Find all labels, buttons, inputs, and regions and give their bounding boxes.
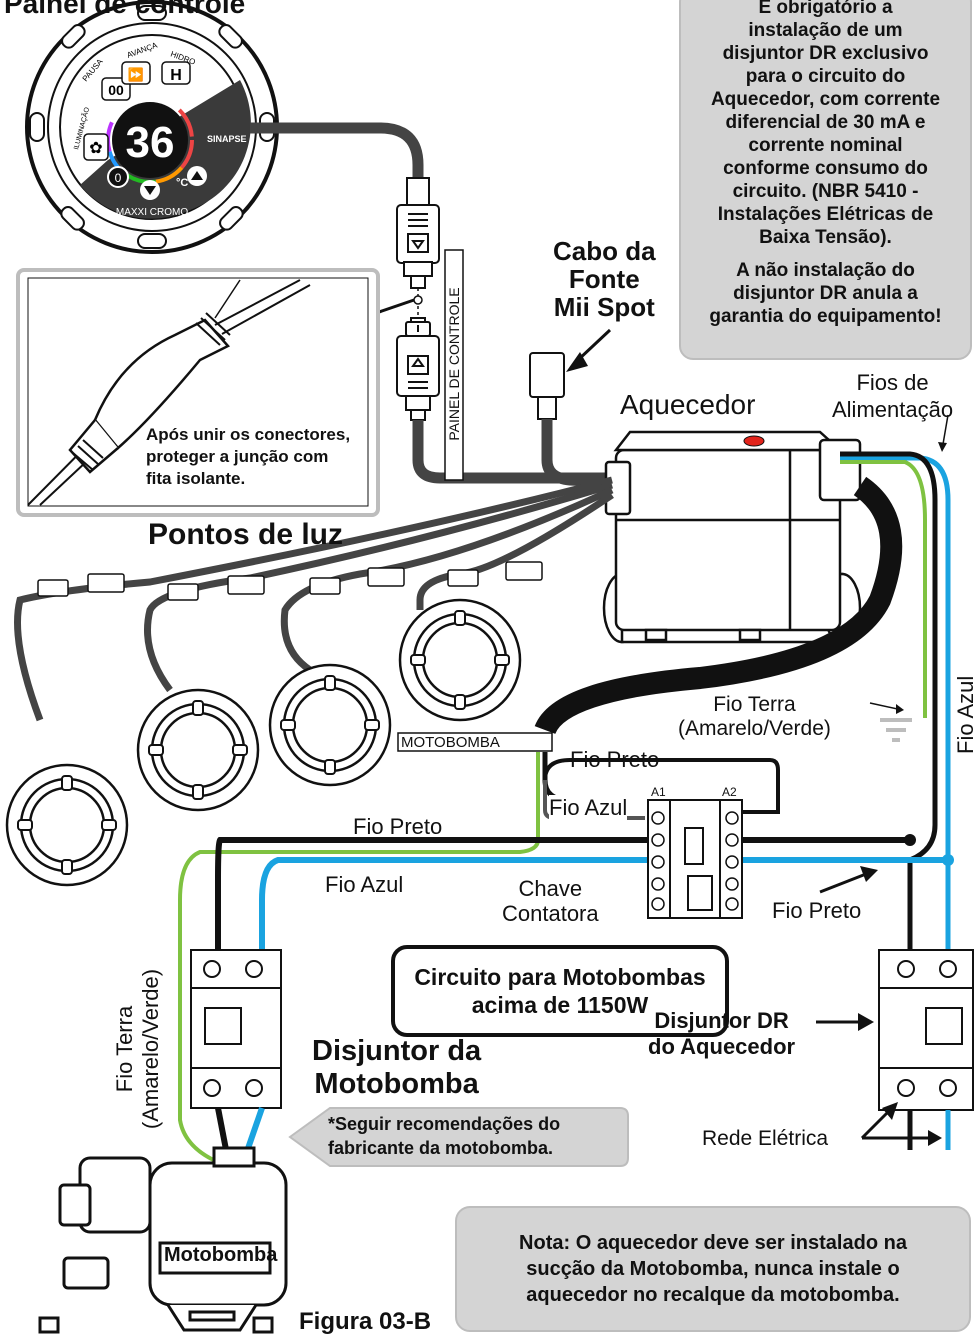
- fio-preto-label-2: Fio Preto: [353, 814, 443, 839]
- temperature-display: 36: [126, 118, 175, 167]
- brand-logo: SINAPSE: [207, 134, 247, 144]
- painel-de-controle-tag: PAINEL DE CONTROLE: [446, 287, 462, 441]
- connector-note: Após unir os conectores,proteger a junçã…: [146, 425, 351, 488]
- heater: [602, 430, 862, 644]
- fio-preto-label-3: Fio Preto: [772, 898, 862, 923]
- rede-eletrica-label: Rede Elétrica: [702, 1127, 829, 1150]
- panel-connector-top: [396, 177, 440, 289]
- ground-symbol: [880, 718, 912, 742]
- light-connectors: [37, 561, 543, 601]
- svg-text:00: 00: [108, 82, 124, 98]
- svg-text:0: 0: [115, 171, 122, 185]
- control-panel: 36 00 ⏩ H ✿ 0 °C SINAPSE MAXXI CROMO AVA…: [25, 0, 279, 254]
- fio-azul-vertical-label: Fio Azul: [953, 675, 978, 754]
- fio-terra-label-1: Fio Terra(Amarelo/Verde): [678, 693, 831, 740]
- svg-text:°C: °C: [176, 177, 188, 189]
- a1-label: A1: [651, 785, 666, 799]
- fio-terra-vertical-label: Fio Terra(Amarelo/Verde): [112, 968, 163, 1130]
- page-title: Painel de controle: [4, 0, 246, 19]
- disjuntor-motobomba: [190, 949, 282, 1109]
- fonte-connector: [529, 352, 565, 420]
- svg-text:✿: ✿: [89, 138, 102, 157]
- motobomba-tag: MOTOBOMBA: [401, 734, 500, 751]
- fio-azul-label-2: Fio Azul: [325, 872, 404, 897]
- panel-connector-bottom: [396, 317, 440, 421]
- motobomba-pump: [38, 1146, 288, 1334]
- disjuntor-dr: [878, 949, 974, 1111]
- model-name: MAXXI CROMO: [116, 207, 188, 218]
- svg-text:⏩: ⏩: [128, 67, 144, 82]
- connector-zoom-box: [16, 268, 380, 517]
- aquecedor-label: Aquecedor: [620, 389, 756, 420]
- motobomba-label: Motobomba: [164, 1244, 278, 1266]
- panel-cable: [250, 122, 424, 180]
- pontos-de-luz-label: Pontos de luz: [148, 518, 343, 551]
- light-point: [5, 598, 522, 887]
- figura-label: Figura 03-B: [299, 1308, 432, 1335]
- fio-preto-label-1: Fio Preto: [570, 747, 660, 772]
- svg-text:H: H: [170, 67, 182, 84]
- a2-label: A2: [722, 785, 737, 799]
- fio-azul-label-1: Fio Azul: [549, 795, 628, 821]
